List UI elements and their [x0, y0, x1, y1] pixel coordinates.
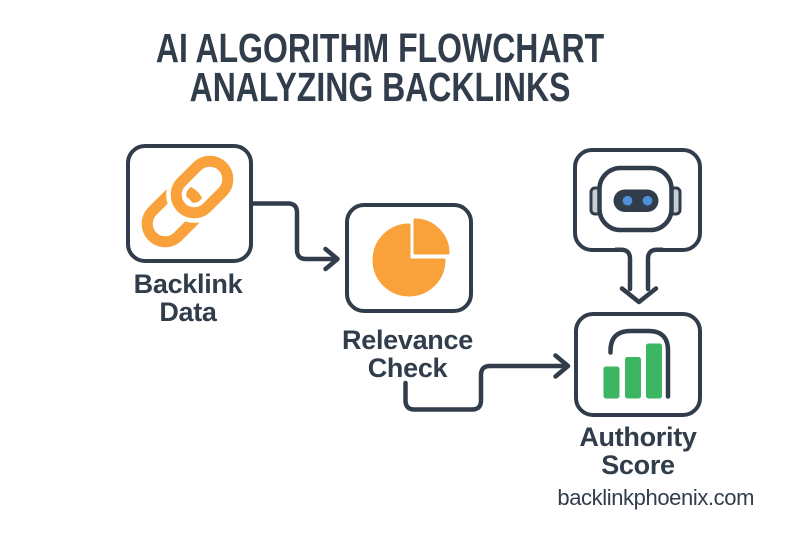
connector-backlink-to-relevance	[250, 201, 336, 262]
relevance-check-label: Relevance Check	[340, 325, 475, 383]
pie-slice	[413, 218, 450, 255]
bar-small	[603, 366, 620, 399]
connector-robot-stem-right	[645, 247, 665, 292]
page-title: AI ALGORITHM FLOWCHART ANALYZING BACKLIN…	[0, 25, 760, 110]
robot-eye-left	[622, 195, 633, 206]
bar-medium	[625, 357, 641, 399]
title-line-2: ANALYZING BACKLINKS	[189, 63, 571, 110]
chain-link-icon	[141, 151, 238, 248]
arrowhead-relevance-to-authority	[553, 353, 571, 379]
bar-chart-icon	[603, 328, 671, 399]
bar-chart-outline	[608, 328, 671, 399]
title-line-1: AI ALGORITHM FLOWCHART	[155, 25, 605, 71]
robot-icon	[589, 165, 682, 233]
bar-large	[646, 343, 662, 399]
robot-eye-right	[642, 195, 653, 206]
robot-visor	[613, 189, 659, 212]
authority-score-label-line-1: Authority	[579, 422, 697, 452]
arrowhead-backlink-to-relevance	[323, 246, 340, 272]
backlink-data-label: Backlink Data	[119, 269, 257, 327]
arrowhead-robot-to-authority	[619, 286, 659, 305]
backlink-data-label-line-2: Data	[159, 296, 217, 327]
authority-score-label-line-2: Score	[601, 449, 675, 480]
connector-robot-stem-left	[613, 247, 633, 292]
relevance-check-label-line-2: Check	[367, 352, 448, 383]
pie-chart-icon	[372, 218, 450, 297]
relevance-check-label-line-1: Relevance	[342, 325, 473, 355]
authority-score-label: Authority Score	[571, 422, 705, 480]
watermark-url: backlinkphoenix.com	[557, 485, 754, 510]
pie-body	[372, 223, 446, 297]
backlink-data-label-line-1: Backlink	[133, 269, 243, 299]
